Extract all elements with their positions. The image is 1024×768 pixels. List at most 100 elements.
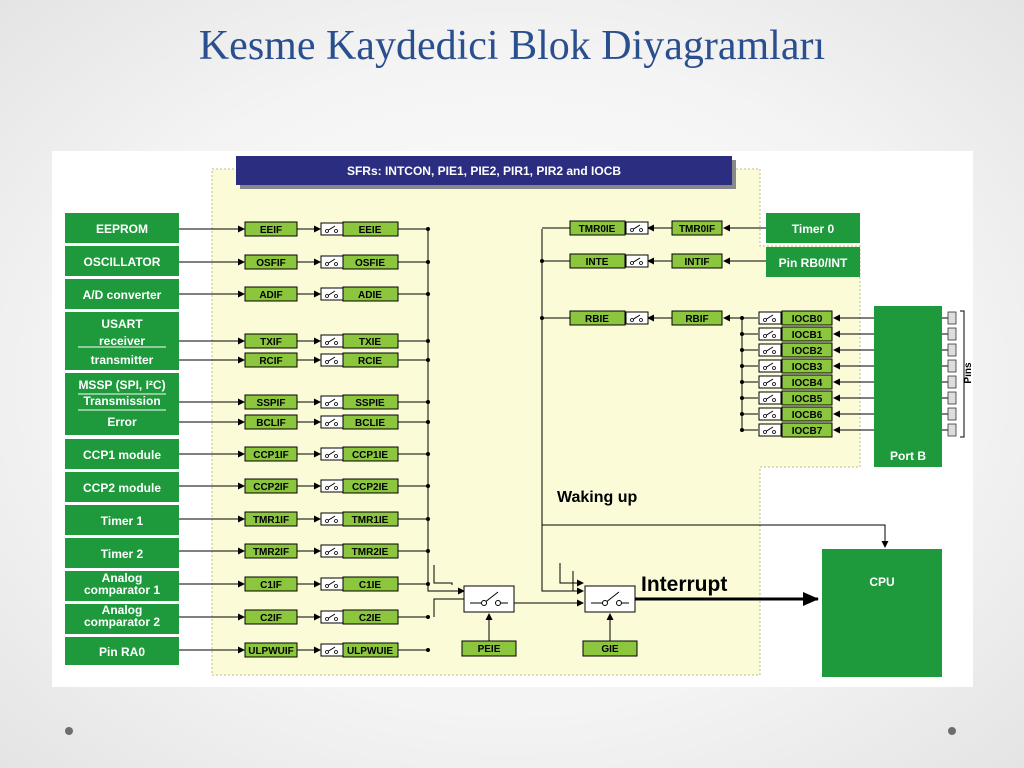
flag-eeif <box>244 221 298 237</box>
enable-tmr0ie <box>569 220 626 236</box>
sfr-header-text: SFRs: INTCON, PIE1, PIE2, PIR1, PIR2 and… <box>347 164 621 178</box>
enable-c2ie <box>342 609 399 625</box>
flag-ulpwuif-label: ULPWUIF <box>248 646 294 657</box>
source-ccp1-label: CCP1 module <box>83 448 161 462</box>
switch-icon <box>320 255 344 269</box>
iocb-2-label: IOCB2 <box>792 346 823 357</box>
flag-tmr0if <box>671 220 723 236</box>
switch-icon <box>320 577 344 591</box>
pin-terminal <box>947 343 957 357</box>
nav-dot-right <box>948 727 956 735</box>
flag-tmr2if <box>244 543 298 559</box>
flag-intif <box>671 253 723 269</box>
flag-rcif <box>244 352 298 368</box>
pin-terminal <box>947 407 957 421</box>
switch-icon <box>320 395 344 409</box>
switch-icon <box>758 343 782 357</box>
enable-ulpwuie-label: ULPWUIE <box>347 646 393 657</box>
flag-ccp2if-label: CCP2IF <box>253 482 289 493</box>
enable-rcie-label: RCIE <box>358 356 382 367</box>
port-b-label: Port B <box>890 449 926 463</box>
source-comparator-2-label: Analog <box>102 603 143 617</box>
flag-sspif-label: SSPIF <box>257 398 286 409</box>
flag-ccp2if <box>244 478 298 494</box>
sfr-header <box>236 156 732 185</box>
source-comparator-2-box <box>65 604 179 634</box>
pin-terminal <box>947 359 957 373</box>
enable-sspie <box>342 394 399 410</box>
peie-switch <box>463 585 515 613</box>
peie-box <box>461 640 517 657</box>
source-adc-label: A/D converter <box>83 288 162 302</box>
nav-dot-left <box>65 727 73 735</box>
source-mssp-label: Error <box>107 415 137 429</box>
flag-eeif-label: EEIF <box>260 225 282 236</box>
enable-adie <box>342 286 399 302</box>
enable-osfie <box>342 254 399 270</box>
enable-bclie <box>342 414 399 430</box>
iocb-3-label: IOCB3 <box>792 362 823 373</box>
switch-icon <box>758 407 782 421</box>
source-pin-ra0-box <box>65 637 179 665</box>
enable-ccp2ie-label: CCP2IE <box>352 482 388 493</box>
flag-intif-label: INTIF <box>685 257 710 268</box>
flag-osfif <box>244 254 298 270</box>
flag-txif-label: TXIF <box>260 337 282 348</box>
pin-terminal <box>947 391 957 405</box>
enable-txie-label: TXIE <box>359 337 382 348</box>
flag-rbif-label: RBIF <box>685 314 708 325</box>
slide-title: Kesme Kaydedici Blok Diyagramları <box>198 23 826 69</box>
switch-icon <box>758 423 782 437</box>
source-mssp-label: Transmission <box>83 394 160 408</box>
source-eeprom-label: EEPROM <box>96 222 148 236</box>
enable-rbie-label: RBIE <box>585 314 609 325</box>
pin-terminal <box>947 311 957 325</box>
gie-box <box>582 640 638 657</box>
flag-bclif <box>244 414 298 430</box>
source-comparator-1-box <box>65 571 179 601</box>
cpu-block <box>822 549 942 677</box>
source-eeprom-box <box>65 213 179 243</box>
flag-rbif <box>671 310 723 326</box>
source-usart-label: receiver <box>99 334 145 348</box>
iocb-6-label: IOCB6 <box>792 410 823 421</box>
enable-tmr1ie <box>342 511 399 527</box>
enable-ulpwuie <box>342 642 399 658</box>
iocb-6 <box>781 406 833 422</box>
iocb-7 <box>781 422 833 438</box>
source-timer0-box <box>766 213 860 243</box>
enable-ccp1ie-label: CCP1IE <box>352 450 388 461</box>
source-ccp2-label: CCP2 module <box>83 481 161 495</box>
flag-bclif-label: BCLIF <box>256 418 285 429</box>
enable-txie <box>342 333 399 349</box>
enable-rbie <box>569 310 626 326</box>
enable-c1ie-label: C1IE <box>359 580 382 591</box>
flag-tmr1if <box>244 511 298 527</box>
switch-icon <box>320 544 344 558</box>
waking-up-label: Waking up <box>557 489 638 506</box>
source-pin-rb0-box <box>766 247 860 277</box>
switch-icon <box>320 287 344 301</box>
source-oscillator-label: OSCILLATOR <box>84 255 161 269</box>
switch-icon <box>758 359 782 373</box>
switch-icon <box>320 222 344 236</box>
flag-ccp1if <box>244 446 298 462</box>
source-timer1-label: Timer 1 <box>101 514 144 528</box>
source-comparator-1-label: Analog <box>102 571 143 585</box>
source-usart-box <box>65 312 179 370</box>
pin-terminal <box>947 375 957 389</box>
flag-rcif-label: RCIF <box>259 356 282 367</box>
source-timer2-label: Timer 2 <box>101 547 144 561</box>
switch-icon <box>625 254 649 268</box>
iocb-0 <box>781 310 833 326</box>
switch-icon <box>758 375 782 389</box>
iocb-0-label: IOCB0 <box>792 314 823 325</box>
pins-label: Pins <box>963 362 973 384</box>
enable-tmr2ie-label: TMR2IE <box>352 547 389 558</box>
port-b-block <box>874 306 942 467</box>
flag-tmr1if-label: TMR1IF <box>253 515 289 526</box>
source-comparator-2-label: comparator 2 <box>84 615 160 629</box>
source-mssp-box <box>65 373 179 435</box>
switch-icon <box>320 512 344 526</box>
gie-switch <box>584 585 636 613</box>
